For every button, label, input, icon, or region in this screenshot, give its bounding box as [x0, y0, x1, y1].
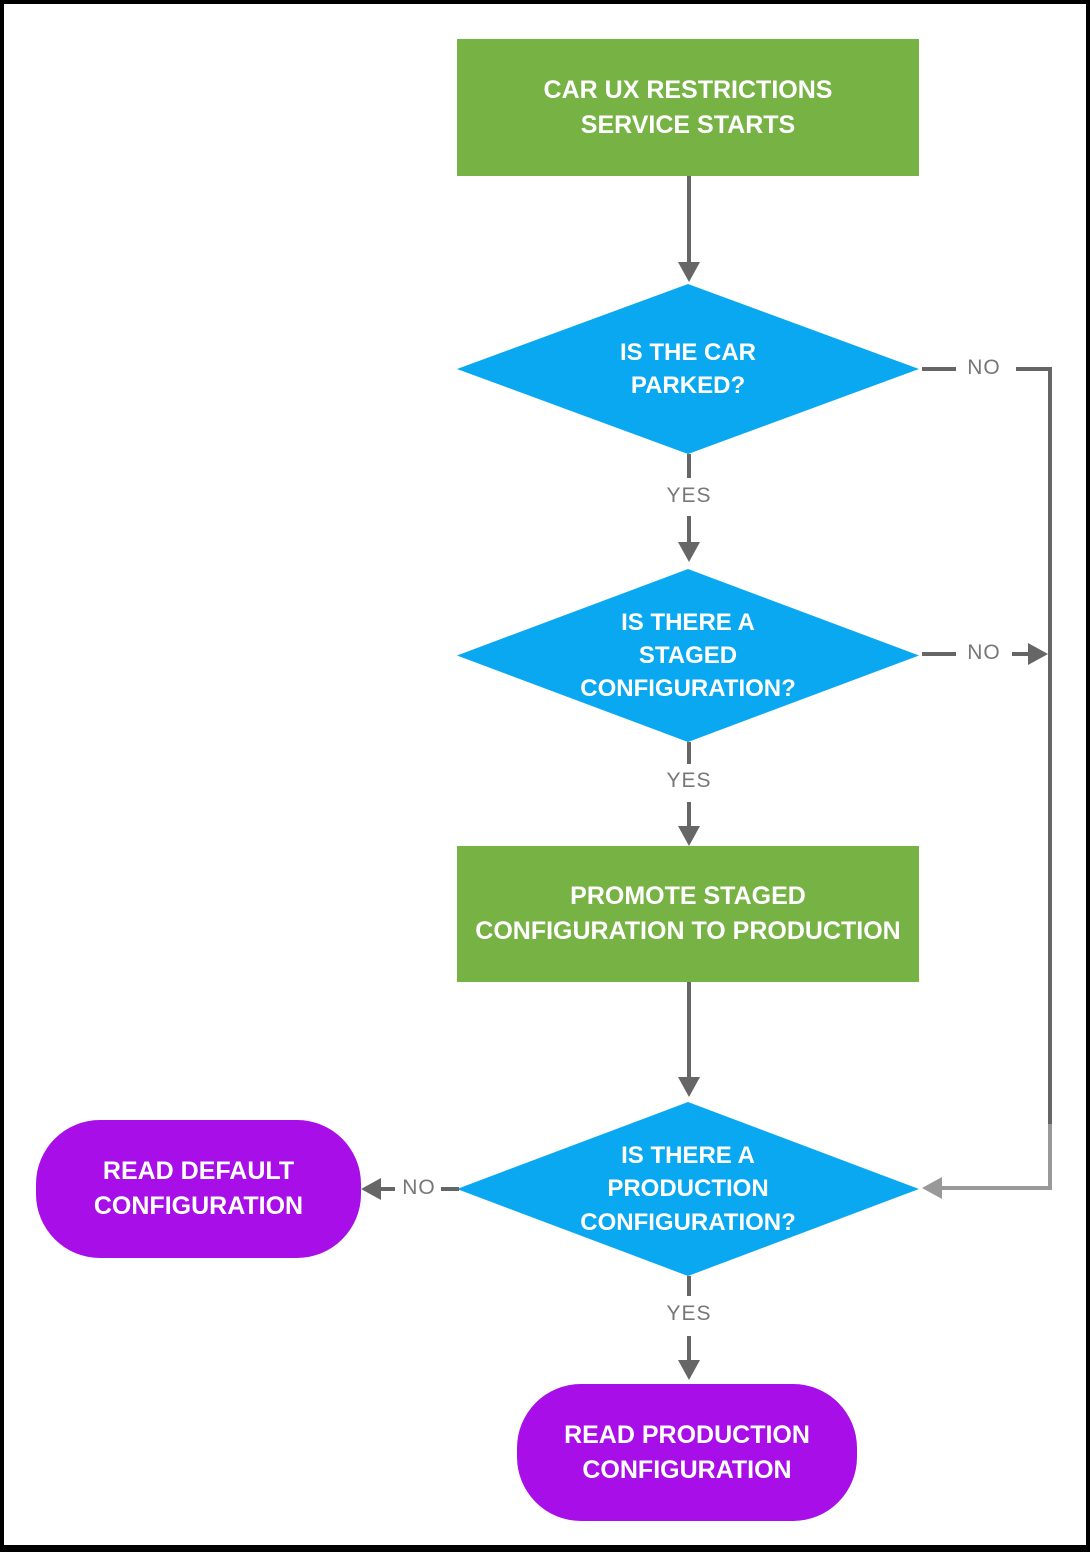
node-staged-label-line3: CONFIGURATION? [580, 675, 796, 703]
connector-staged-no-seg1 [922, 652, 956, 656]
node-promote-staged: PROMOTE STAGED CONFIGURATION TO PRODUCTI… [457, 846, 919, 982]
arrowhead-down-icon [678, 262, 700, 282]
arrowhead-down-icon [678, 1077, 700, 1097]
edge-label-staged-yes: YES [666, 769, 712, 792]
connector-production-no-stub [441, 1187, 459, 1191]
node-start-label-line2: SERVICE STARTS [580, 110, 796, 139]
connector-promote-to-production [687, 982, 691, 1078]
node-staged-label-line2: STAGED [638, 641, 738, 669]
connector-production-yes-arrow [687, 1336, 691, 1362]
edge-label-staged-no: NO [967, 641, 1001, 664]
node-has-staged-config: IS THERE A STAGED CONFIGURATION? [457, 569, 919, 742]
node-read-production-label-line2: CONFIGURATION [582, 1455, 792, 1484]
connector-start-to-parked [687, 176, 691, 264]
node-read-default-label-line2: CONFIGURATION [93, 1192, 304, 1220]
connector-right-bypass-vertical [1048, 367, 1052, 1124]
node-read-production: READ PRODUCTION CONFIGURATION [517, 1384, 857, 1521]
arrowhead-down-icon [678, 826, 700, 846]
node-parked-label-line1: IS THE CAR [619, 338, 756, 366]
edge-label-production-yes: YES [666, 1302, 712, 1325]
connector-parked-yes-stub [687, 454, 691, 478]
node-is-car-parked: IS THE CAR PARKED? [457, 284, 919, 454]
node-staged-label-line1: IS THERE A [621, 608, 755, 636]
node-read-production-label-line1: READ PRODUCTION [564, 1420, 810, 1449]
node-read-default-label-line1: READ DEFAULT [102, 1157, 295, 1185]
node-production-label-line3: CONFIGURATION? [580, 1208, 796, 1236]
arrowhead-down-icon [678, 542, 700, 562]
connector-bypass-into-production [942, 1186, 1052, 1190]
arrowhead-right-icon [1028, 643, 1048, 665]
node-has-production-config: IS THERE A PRODUCTION CONFIGURATION? [457, 1102, 919, 1276]
edge-label-parked-no: NO [967, 356, 1001, 379]
node-parked-label-line2: PARKED? [630, 372, 746, 399]
connector-parked-no-seg1 [922, 367, 956, 371]
connector-staged-yes-arrow [687, 802, 691, 828]
node-promote-label-line2: CONFIGURATION TO PRODUCTION [475, 917, 901, 945]
node-start-label-line1: CAR UX RESTRICTIONS [543, 75, 833, 104]
edge-label-production-no: NO [402, 1176, 436, 1199]
connector-staged-yes-stub [687, 742, 691, 764]
arrowhead-left-icon [922, 1177, 942, 1199]
connector-production-yes-stub [687, 1276, 691, 1296]
connector-staged-no-seg2 [1012, 652, 1030, 656]
connector-parked-no-seg2 [1016, 367, 1052, 371]
connector-parked-yes-arrow [687, 516, 691, 544]
node-read-default: READ DEFAULT CONFIGURATION [36, 1120, 361, 1258]
node-production-label-line1: IS THERE A [621, 1142, 755, 1170]
edge-label-parked-yes: YES [666, 484, 712, 507]
connector-right-bypass-vertical-lower [1048, 1124, 1052, 1190]
arrowhead-left-icon [361, 1178, 381, 1200]
node-start: CAR UX RESTRICTIONS SERVICE STARTS [457, 39, 919, 176]
connector-production-no-tail [381, 1187, 395, 1191]
node-promote-label-line1: PROMOTE STAGED [570, 882, 806, 910]
arrowhead-down-icon [678, 1360, 700, 1380]
node-production-label-line2: PRODUCTION [607, 1175, 769, 1203]
